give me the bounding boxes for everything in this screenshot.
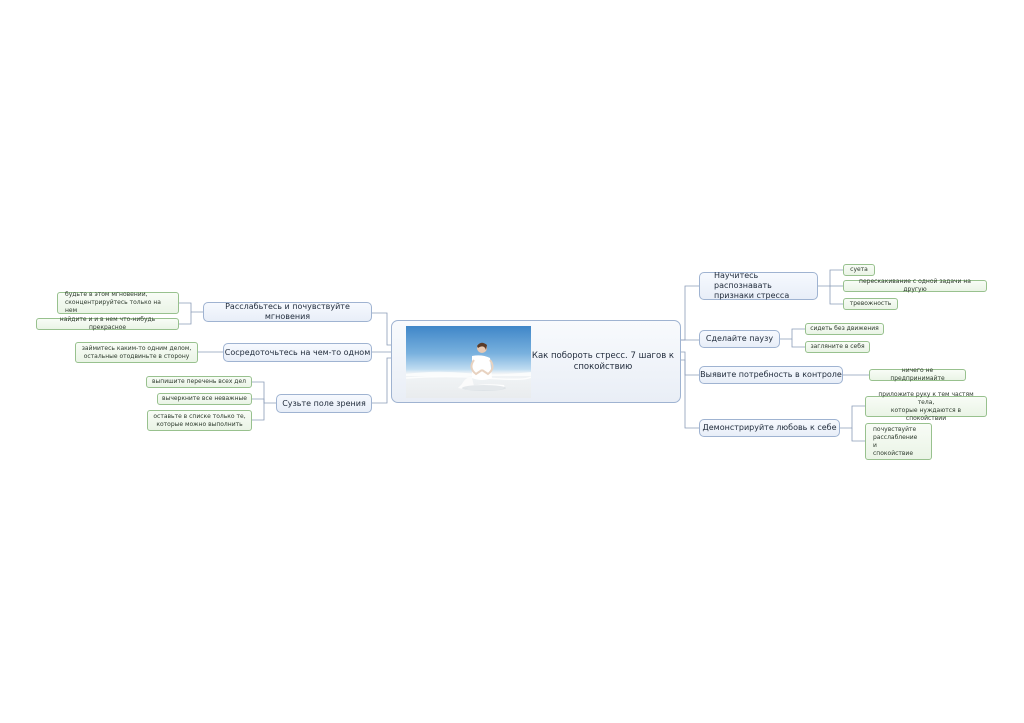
subtopic-cross-out-unimportant[interactable]: вычеркните все неважные xyxy=(157,393,252,405)
subtopic-one-task[interactable]: займитесь каким-то одним делом, остальны… xyxy=(75,342,198,363)
meditating-woman-on-beach-photo xyxy=(406,326,531,398)
subtopic-feel-relaxation[interactable]: почувствуйте расслабление и спокойствие xyxy=(865,423,932,460)
central-topic[interactable]: Как побороть стресс. 7 шагов к спокойств… xyxy=(391,320,681,403)
subtopic-list-all-tasks[interactable]: выпишите перечень всех дел xyxy=(146,376,252,388)
topic-pause[interactable]: Сделайте паузу xyxy=(699,330,780,348)
subtopic-look-inside[interactable]: загляните в себя xyxy=(805,341,870,353)
subtopic-task-switching[interactable]: перескакивание с одной задачи на другую xyxy=(843,280,987,292)
subtopic-sit-still[interactable]: сидеть без движения xyxy=(805,323,884,335)
topic-self-love[interactable]: Демонстрируйте любовь к себе xyxy=(699,419,840,437)
subtopic-fuss[interactable]: суета xyxy=(843,264,875,276)
subtopic-keep-doable[interactable]: оставьте в списке только те, которые мож… xyxy=(147,410,252,431)
subtopic-anxiety[interactable]: тревожность xyxy=(843,298,898,310)
central-topic-title: Как побороть стресс. 7 шагов к спокойств… xyxy=(530,351,676,373)
topic-narrow-view[interactable]: Сузьте поле зрения xyxy=(276,394,372,413)
topic-recognize-stress[interactable]: Научитесь распознавать признаки стресса xyxy=(699,272,818,300)
subtopic-do-nothing[interactable]: ничего не предпринимайте xyxy=(869,369,966,381)
topic-control-need[interactable]: Выявите потребность в контроле xyxy=(699,366,843,384)
subtopic-be-in-moment[interactable]: будьте в этом мгновении, сконцентрируйте… xyxy=(57,292,179,314)
subtopic-hand-on-body[interactable]: приложите руку к тем частям тела, которы… xyxy=(865,396,987,417)
topic-focus-on-one[interactable]: Сосредоточьтесь на чем-то одном xyxy=(223,343,372,362)
topic-relax[interactable]: Расслабьтесь и почувствуйте мгновения xyxy=(203,302,372,322)
subtopic-find-beauty[interactable]: найдите и и в нем что-нибудь прекрасное xyxy=(36,318,179,330)
